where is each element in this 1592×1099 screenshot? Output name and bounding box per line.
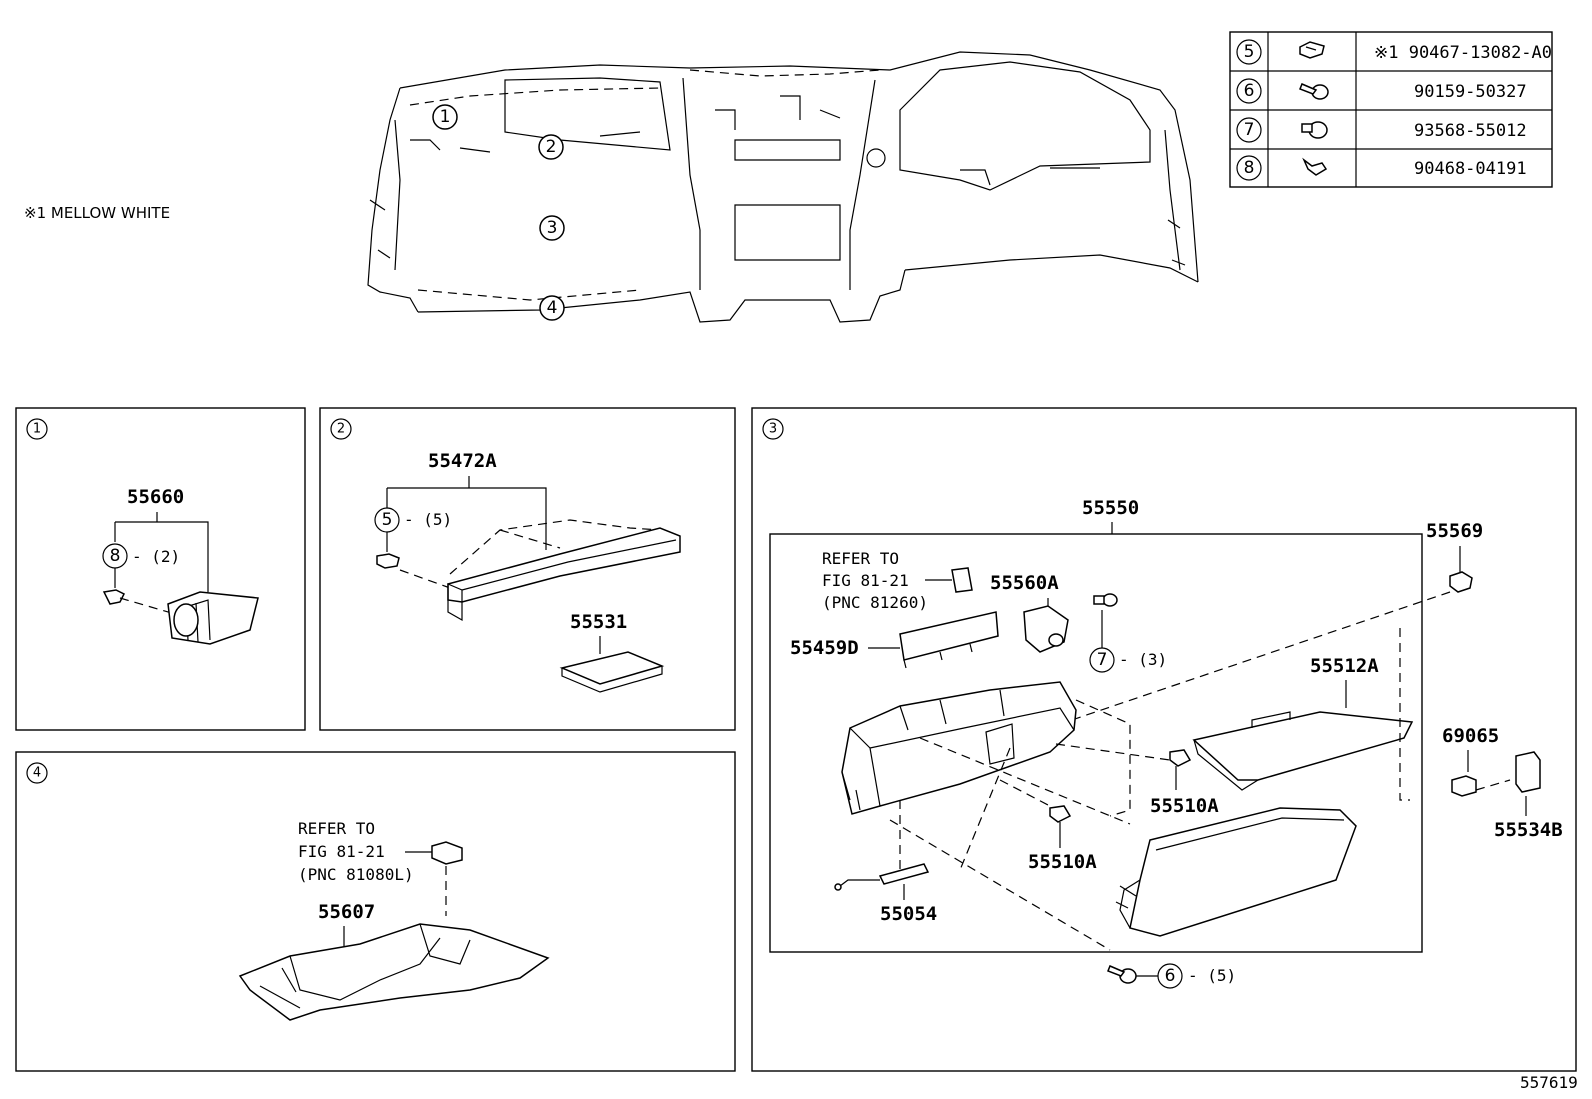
panel-index: 2 (337, 422, 345, 437)
fastener-qty: - (2) (132, 547, 180, 566)
svg-text:1: 1 (440, 107, 451, 127)
part-label-55472A[interactable]: 55472A (428, 450, 497, 472)
table-ref: 5 (1244, 42, 1255, 62)
air-vent-icon (167, 591, 259, 645)
part-label-55054[interactable]: 55054 (880, 903, 937, 925)
fastener-ref: 5 (382, 510, 393, 530)
clip-icon (1169, 749, 1192, 767)
fastener-qty: - (5) (1188, 966, 1236, 985)
part-label-55660[interactable]: 55660 (127, 486, 184, 508)
lock-icon (1023, 605, 1069, 653)
fastener-table: 5 ※1 90467-13082-A0 6 90159-50327 7 9356 (1229, 31, 1553, 188)
clip-icon (1302, 157, 1328, 176)
overview-callout-1[interactable]: 1 (432, 104, 458, 130)
svg-text:4: 4 (547, 298, 558, 318)
part-label-55459D[interactable]: 55459D (790, 637, 859, 659)
under-cover-icon (238, 923, 550, 1021)
overview-callout-4[interactable]: 4 (539, 295, 565, 321)
overview-callout-2[interactable]: 2 (538, 134, 564, 160)
part-label-55550[interactable]: 55550 (1082, 497, 1139, 519)
table-ref: 8 (1244, 158, 1255, 178)
overview-callout-3[interactable]: 3 (539, 215, 565, 241)
table-ref: 7 (1244, 120, 1255, 140)
screw-icon (1299, 83, 1329, 100)
fastener-ref: 8 (110, 546, 121, 566)
part-label-55569[interactable]: 55569 (1426, 520, 1483, 542)
refer-note-line: REFER TO (298, 819, 375, 838)
strip-icon (899, 611, 999, 669)
instrument-panel-overview: 1 2 3 4 (367, 51, 1199, 323)
refer-note-line: (PNC 81260) (822, 593, 928, 612)
glove-box-assembly-frame (769, 533, 1423, 953)
panel-3: 3 55550 REFER TO FIG 81-21 (PNC 81260) 5… (751, 407, 1577, 1072)
sensor-icon (431, 841, 463, 865)
color-note: ※1 MELLOW WHITE (24, 204, 170, 222)
refer-note-line: (PNC 81080L) (298, 865, 414, 884)
glove-box-lid-panel-icon (1192, 711, 1414, 791)
glove-box-frame-icon (841, 681, 1077, 815)
clip-icon (1049, 805, 1072, 823)
fastener-qty: - (3) (1119, 650, 1167, 669)
table-part-number: 90468-04191 (1414, 159, 1527, 179)
panel-index: 4 (33, 766, 41, 781)
table-part-number: ※1 90467-13082-A0 (1374, 43, 1552, 63)
diagram-id: 557619 (1520, 1073, 1578, 1092)
part-label-55510A-2[interactable]: 55510A (1028, 851, 1097, 873)
damper-icon (1449, 571, 1473, 593)
table-part-number: 90159-50327 (1414, 82, 1527, 102)
switch-icon (951, 567, 973, 593)
refer-note-line: FIG 81-21 (298, 842, 385, 861)
clip-icon (1299, 41, 1325, 59)
panel-index: 1 (33, 422, 41, 437)
table-ref: 6 (1244, 81, 1255, 101)
fastener-qty: - (5) (404, 510, 452, 529)
lamp-icon (834, 863, 930, 891)
refer-note-line: FIG 81-21 (822, 571, 909, 590)
panel-4: 4 REFER TO FIG 81-21 (PNC 81080L) 55607 (15, 751, 736, 1072)
bracket-icon (1515, 751, 1541, 793)
clip-icon (376, 553, 400, 569)
part-label-69065[interactable]: 69065 (1442, 725, 1499, 747)
table-row[interactable]: 7 93568-55012 (1236, 117, 1527, 143)
table-row[interactable]: 8 90468-04191 (1236, 155, 1527, 181)
part-label-55534B[interactable]: 55534B (1494, 819, 1563, 841)
clip-icon (102, 589, 126, 605)
svg-text:2: 2 (546, 137, 557, 157)
panel-2: 2 55472A 5 - (5) 55531 (319, 407, 736, 731)
part-label-55560A[interactable]: 55560A (990, 572, 1059, 594)
refer-note-line: REFER TO (822, 549, 899, 568)
part-label-55510A[interactable]: 55510A (1150, 795, 1219, 817)
bolt-icon (1093, 593, 1118, 607)
table-row[interactable]: 5 ※1 90467-13082-A0 (1236, 39, 1552, 65)
garnish-panel-icon (447, 527, 681, 622)
svg-text:3: 3 (547, 218, 558, 238)
panel-1: 1 55660 8 - (2) (15, 407, 306, 731)
part-label-55531[interactable]: 55531 (570, 611, 627, 633)
stopper-icon (1451, 775, 1477, 797)
panel-index: 3 (769, 422, 777, 437)
bracket-icon (559, 651, 665, 693)
table-part-number: 93568-55012 (1414, 121, 1527, 141)
screw-icon (1107, 965, 1137, 984)
bolt-icon (1301, 121, 1328, 139)
glove-box-door-icon (1115, 807, 1357, 937)
part-label-55607[interactable]: 55607 (318, 901, 375, 923)
fastener-ref: 7 (1097, 650, 1108, 670)
table-row[interactable]: 6 90159-50327 (1236, 78, 1527, 104)
part-label-55512A[interactable]: 55512A (1310, 655, 1379, 677)
fastener-ref: 6 (1165, 966, 1176, 986)
